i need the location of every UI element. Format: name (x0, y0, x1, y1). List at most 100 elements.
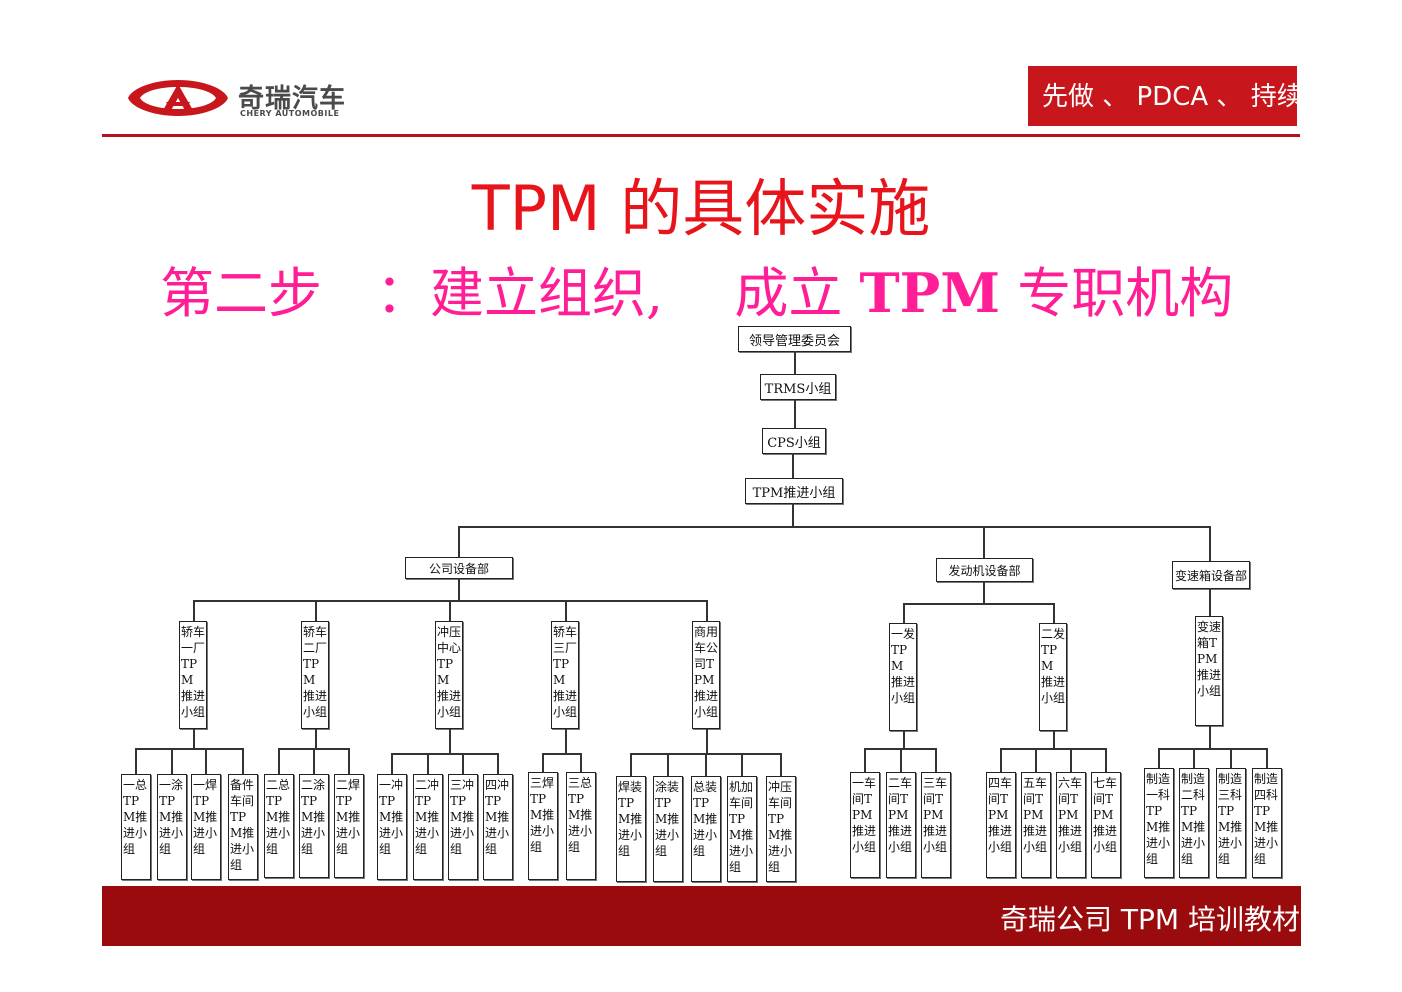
org-box-team: 三车间TPM推进小组 (921, 772, 951, 878)
org-link (1053, 731, 1055, 748)
org-link (792, 503, 794, 527)
org-box-team: 四车间TPM推进小组 (986, 772, 1016, 878)
header-divider (102, 134, 1300, 137)
org-link (1266, 748, 1268, 768)
org-link (1230, 748, 1232, 768)
org-box-team: 总装TPM推进小组 (691, 776, 721, 882)
org-box-sub-unit: 商用车公司TPM推进小组 (692, 621, 720, 729)
org-box-sub-unit: 二发TPM推进小组 (1039, 623, 1067, 731)
org-box-committee: 领导管理委员会 (738, 326, 851, 352)
org-link (458, 578, 460, 600)
org-link (1000, 748, 1107, 750)
org-link (193, 600, 195, 621)
org-box-team: 三冲TPM推进小组 (448, 774, 478, 880)
org-link (565, 600, 567, 621)
page-title: TPM 的具体实施 (471, 172, 931, 245)
org-box-sub-unit: 轿车三厂TPM推进小组 (551, 621, 579, 729)
org-link (135, 748, 137, 774)
org-box-sub-unit: 轿车二厂TPM推进小组 (301, 621, 329, 729)
slogan-text: 先做 、 PDCA 、 持续 (1042, 82, 1297, 112)
org-box-team: 制造四科TPM推进小组 (1252, 768, 1282, 878)
org-link (741, 753, 743, 776)
org-link (497, 753, 499, 774)
org-link (391, 753, 499, 755)
org-box-team: 七车间TPM推进小组 (1091, 772, 1121, 878)
org-box-cps: CPS小组 (762, 428, 826, 454)
org-link (706, 600, 708, 621)
org-link (278, 748, 280, 774)
org-box-team: 三焊TPM推进小组 (528, 772, 558, 880)
org-box-team: 机加车间TPM推进小组 (727, 776, 757, 882)
org-link (1209, 726, 1211, 748)
org-link (449, 729, 451, 753)
org-box-dept-engine: 发动机设备部 (936, 558, 1033, 582)
org-box-team: 备件车间TPM推进小组 (228, 774, 258, 880)
org-box-team: 四冲TPM推进小组 (483, 774, 513, 880)
org-link (935, 748, 937, 772)
org-box-team: 六车间TPM推进小组 (1056, 772, 1086, 878)
org-link (458, 526, 1210, 528)
org-link (462, 753, 464, 774)
org-box-sub-unit: 变速箱TPM推进小组 (1195, 616, 1223, 726)
org-link (630, 753, 632, 776)
org-link (542, 753, 544, 772)
org-link (542, 753, 582, 755)
logo-chinese-text: 奇瑞汽车 (238, 84, 347, 114)
org-link (1158, 748, 1160, 768)
org-box-team: 制造三科TPM推进小组 (1216, 768, 1246, 878)
org-box-team: 二车间TPM推进小组 (886, 772, 916, 878)
org-box-team: 焊装TPM推进小组 (616, 776, 646, 882)
org-box-team: 一总TPM推进小组 (121, 774, 151, 880)
org-link (135, 748, 244, 750)
org-box-team: 三总TPM推进小组 (566, 772, 596, 880)
org-link (1035, 748, 1037, 772)
org-box-team: 二总TPM推进小组 (264, 774, 294, 878)
org-box-dept-gearbox: 变速箱设备部 (1172, 561, 1250, 589)
org-link (667, 753, 669, 776)
org-link (1000, 748, 1002, 772)
org-link (903, 603, 905, 623)
org-box-sub-unit: 一发TPM推进小组 (889, 623, 917, 731)
footer-bar: 奇瑞公司 TPM 培训教材 (102, 886, 1301, 946)
org-box-sub-unit: 冲压中心TPM推进小组 (435, 621, 463, 729)
org-link (565, 729, 567, 753)
org-link (580, 753, 582, 772)
org-box-team: 制造二科TPM推进小组 (1179, 768, 1209, 878)
org-link (449, 600, 451, 621)
org-link (391, 753, 393, 774)
org-link (313, 748, 315, 774)
org-link (193, 729, 195, 748)
org-box-team: 一涂TPM推进小组 (157, 774, 187, 880)
org-link (242, 748, 244, 774)
org-link (903, 603, 1055, 605)
org-box-team: 涂装TPM推进小组 (653, 776, 683, 882)
org-box-team: 一车间TPM推进小组 (850, 772, 880, 878)
org-link (903, 731, 905, 748)
org-link (900, 748, 902, 772)
org-link (983, 581, 985, 603)
slogan-banner: 先做 、 PDCA 、 持续 (1028, 66, 1297, 126)
org-link (1193, 748, 1195, 768)
org-link (1070, 748, 1072, 772)
org-link (315, 600, 317, 621)
org-box-team: 二涂TPM推进小组 (299, 774, 329, 878)
org-link (205, 748, 207, 774)
logo-english-text: CHERY AUTOMOBILE (240, 109, 340, 118)
org-box-trms: TRMS小组 (760, 374, 836, 400)
org-box-team: 五车间TPM推进小组 (1021, 772, 1051, 878)
org-link (171, 748, 173, 774)
org-link (1209, 588, 1211, 603)
org-box-dept-company: 公司设备部 (405, 557, 513, 579)
org-link (983, 526, 985, 558)
org-link (427, 753, 429, 774)
org-link (705, 753, 707, 776)
org-link (794, 351, 796, 374)
org-link (348, 748, 350, 774)
org-link (1053, 603, 1055, 623)
org-link (315, 729, 317, 748)
org-link (792, 453, 794, 478)
org-link (864, 748, 866, 772)
org-box-sub-unit: 轿车一厂TPM推进小组 (179, 621, 207, 729)
org-link (1105, 748, 1107, 772)
